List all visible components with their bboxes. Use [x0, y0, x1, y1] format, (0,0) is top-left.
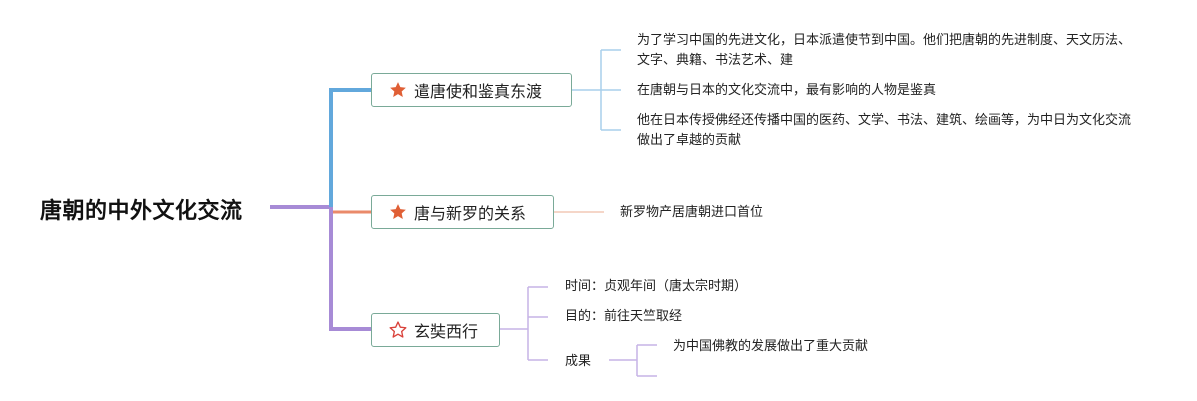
branch-label: 唐与新罗的关系: [414, 204, 527, 223]
star-outline-icon: [389, 321, 407, 338]
star-filled-icon: [390, 82, 406, 97]
branch-label: 遣唐使和鉴真东渡: [414, 82, 543, 101]
detail-xuanzang-time[interactable]: 时间：贞观年间（唐太宗时期）: [565, 279, 748, 294]
detail-xuanzang-purpose[interactable]: 目的：前往天竺取经: [565, 309, 683, 324]
branch-tang-envoys-jianzhen[interactable]: 遣唐使和鉴真东渡: [371, 73, 572, 107]
detail-envoys-purpose[interactable]: 为了学习中国的先进文化，日本派遣使节到中国。他们把唐朝的先进制度、天文历法、文字…: [637, 33, 1132, 68]
detail-jianzhen-contribution[interactable]: 他在日本传授佛经还传播中国的医药、文学、书法、建筑、绘画等，为中日为文化交流做出…: [637, 113, 1132, 148]
star-filled-icon: [390, 204, 406, 219]
root-topic[interactable]: 唐朝的中外文化交流: [40, 199, 243, 224]
detail-jianzhen-influence[interactable]: 在唐朝与日本的文化交流中，最有影响的人物是鉴真: [637, 83, 937, 98]
result-leaf-connector: [609, 344, 657, 377]
branch-tang-silla-relations[interactable]: 唐与新罗的关系: [371, 195, 554, 229]
detail-xuanzang-result-label[interactable]: 成果: [565, 354, 592, 369]
branch-1-line: [329, 88, 371, 207]
branch-1-leaf-connector: [572, 49, 621, 131]
branch-xuanzang-journey[interactable]: 玄奘西行: [371, 313, 500, 347]
branch-3-leaf-connector: [500, 286, 548, 361]
detail-xuanzang-result[interactable]: 为中国佛教的发展做出了重大贡献: [673, 339, 869, 354]
branch-3-line: [329, 207, 371, 331]
detail-silla-imports[interactable]: 新罗物产居唐朝进口首位: [620, 205, 764, 220]
branch-label: 玄奘西行: [414, 322, 479, 341]
